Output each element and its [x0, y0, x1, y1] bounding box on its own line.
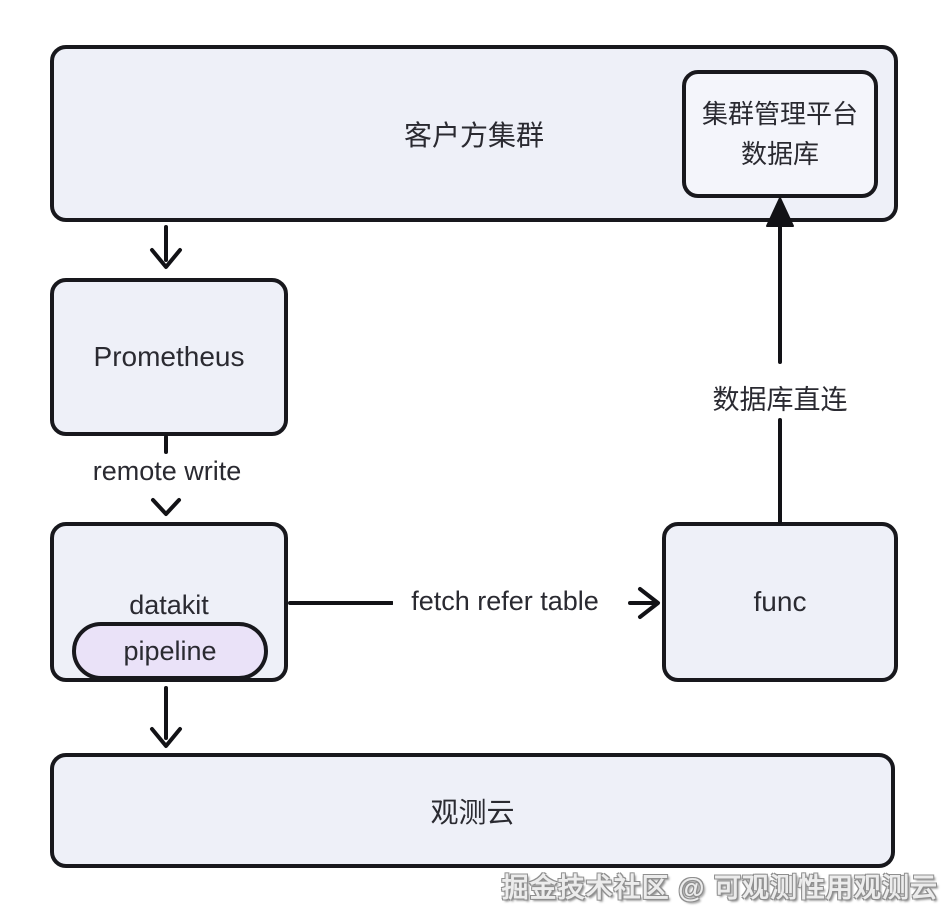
remote-write-label: remote write [47, 456, 287, 487]
cluster-db-label-line1: 集群管理平台 [701, 99, 858, 129]
watermark: 掘金技术社区 @ 可观测性用观测云 [501, 873, 938, 903]
pipeline-label: pipeline [123, 635, 217, 666]
func-label: func [753, 586, 807, 617]
db-direct-label: 数据库直连 [680, 378, 880, 417]
prometheus-node: Prometheus [50, 278, 288, 436]
pipeline-badge: pipeline [72, 622, 268, 680]
arrow-cluster-to-prometheus [150, 225, 182, 269]
arrow-datakit-to-guance [150, 686, 182, 748]
prometheus-label: Prometheus [93, 341, 245, 372]
datakit-label: datakit [129, 590, 209, 620]
cluster-db-label-line2: 数据库 [740, 139, 819, 169]
cluster-db-node: 集群管理平台 数据库 [682, 70, 878, 198]
arrow-func-to-db [766, 197, 794, 524]
func-node: func [662, 522, 898, 682]
datakit-node: datakit pipeline [50, 522, 288, 682]
guance-cloud-label: 观测云 [430, 796, 515, 828]
guance-cloud-node: 观测云 [50, 753, 895, 868]
customer-cluster-label: 客户方集群 [403, 119, 544, 151]
fetch-refer-table-label: fetch refer table [393, 586, 617, 617]
